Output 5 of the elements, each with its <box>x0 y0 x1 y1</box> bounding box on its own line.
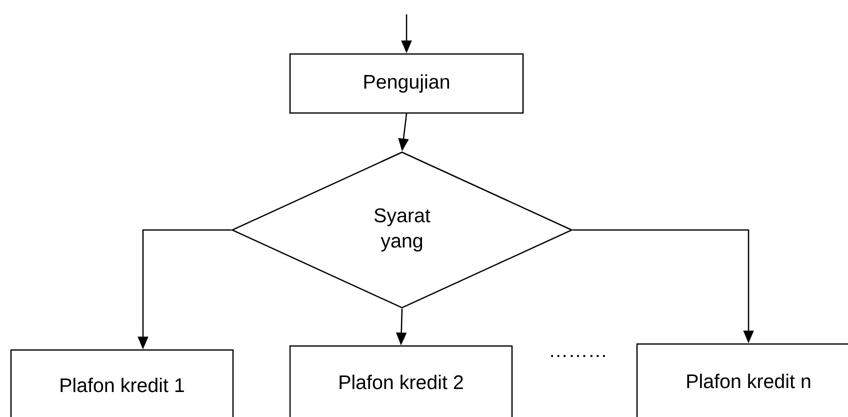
ellipsis-label: ……… <box>551 354 605 358</box>
process-box: Plafon kredit 2 <box>289 345 513 417</box>
process-box: Pengujian <box>289 53 524 114</box>
process-box: Plafon kredit 1 <box>10 349 234 417</box>
process-box: Plafon kredit n <box>636 343 848 417</box>
